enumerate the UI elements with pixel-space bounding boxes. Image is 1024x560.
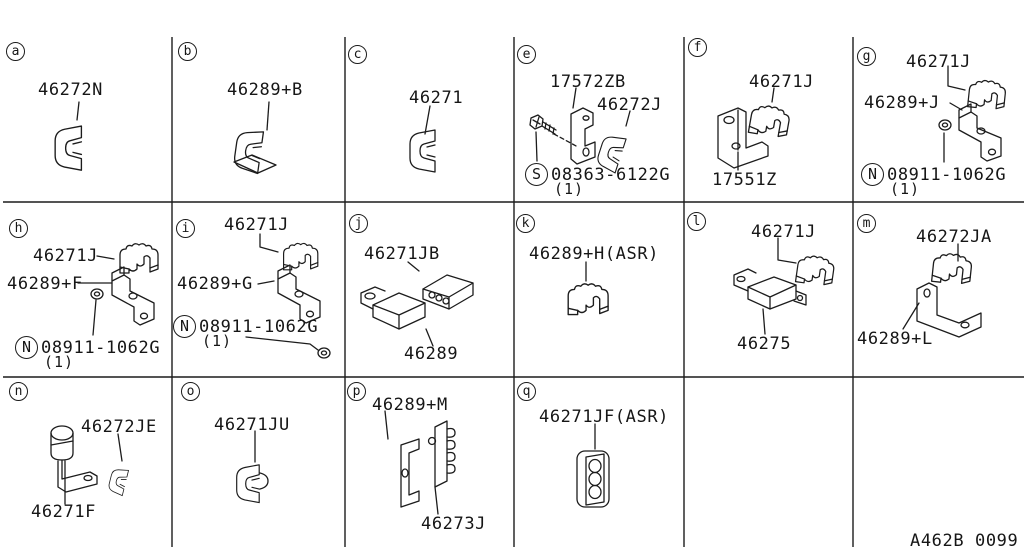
cell-i: i 46271J 46289+G N 08911-1062G (1) bbox=[172, 203, 345, 377]
part-number-label[interactable]: 46271 bbox=[409, 88, 464, 108]
part-number-label[interactable]: 46289 bbox=[404, 344, 459, 364]
section-badge-q: q bbox=[517, 382, 536, 401]
cell-f: f 46271J 17551Z bbox=[684, 30, 853, 203]
section-badge-b: b bbox=[178, 42, 197, 61]
section-badge-o: o bbox=[181, 382, 200, 401]
cell-n: n 46272JE 46271F bbox=[0, 377, 172, 548]
hardware-qty-label: (1) bbox=[44, 353, 75, 371]
part-sketch-insulator-blocks-icon bbox=[360, 261, 474, 347]
hardware-qty-label: (1) bbox=[554, 180, 585, 198]
part-number-label[interactable]: 46271J bbox=[751, 222, 817, 242]
section-badge-m: m bbox=[857, 214, 876, 233]
part-sketch-clamp-bracket-icon bbox=[902, 243, 982, 338]
cell-q: q 46271JF(ASR) bbox=[514, 377, 684, 548]
section-badge-h: h bbox=[9, 219, 28, 238]
section-badge-p: p bbox=[347, 382, 366, 401]
part-sketch-cylinder-bracket-clip-icon bbox=[50, 425, 129, 505]
part-number-label[interactable]: 46271J bbox=[749, 72, 815, 92]
cell-j: j 46271JB 46289 bbox=[345, 203, 514, 377]
part-number-label[interactable]: 46275 bbox=[737, 334, 792, 354]
part-number-label[interactable]: 46272JA bbox=[916, 227, 992, 247]
cell-k: k 46289+H(ASR) bbox=[514, 203, 684, 377]
cell-m: m 46272JA 46289+L bbox=[853, 203, 1024, 376]
hardware-prefix-badge: N bbox=[15, 336, 38, 359]
cell-c: c 46271 bbox=[345, 30, 514, 203]
part-number-label[interactable]: 17572ZB bbox=[550, 72, 626, 92]
part-number-label[interactable]: 46289+G bbox=[177, 274, 253, 294]
part-sketch-clamp-block-icon bbox=[733, 237, 836, 335]
cell-h: h 46271J 46289+F N 08911-1062G (1) bbox=[0, 203, 172, 377]
cell-e: e 17572ZB 46272J S 08363-6122G (1) bbox=[514, 30, 684, 203]
section-badge-f: f bbox=[688, 38, 707, 57]
section-badge-j: j bbox=[349, 214, 368, 233]
part-sketch-pipe-clip-icon bbox=[54, 101, 83, 171]
part-sketch-clamp-strap-nut-icon bbox=[938, 65, 1008, 163]
part-sketch-clamp-icon bbox=[567, 261, 609, 316]
hardware-prefix-badge: N bbox=[173, 315, 196, 338]
part-number-label[interactable]: 17551Z bbox=[712, 170, 778, 190]
part-number-label[interactable]: 46272JE bbox=[81, 417, 157, 437]
part-sketch-clamp-strap-nut-icon bbox=[77, 243, 159, 336]
part-number-label[interactable]: 46289+M bbox=[372, 395, 448, 415]
section-badge-e: e bbox=[517, 45, 536, 64]
part-sketch-holder-block-icon bbox=[576, 423, 610, 508]
hardware-qty-label: (1) bbox=[890, 180, 921, 198]
part-number-label[interactable]: 46289+H(ASR) bbox=[529, 244, 660, 264]
hardware-number-label[interactable]: 08911-1062G bbox=[887, 165, 1007, 185]
hardware-number-label[interactable]: 08911-1062G bbox=[199, 317, 319, 337]
part-number-label[interactable]: 46271J bbox=[224, 215, 290, 235]
page-code: A462B 0099 bbox=[910, 531, 1019, 551]
part-number-label[interactable]: 46271JF(ASR) bbox=[539, 407, 670, 427]
part-number-label[interactable]: 46289+B bbox=[227, 80, 303, 100]
part-number-label[interactable]: 46271F bbox=[31, 502, 97, 522]
hardware-prefix-badge: N bbox=[861, 163, 884, 186]
cell-l: l 46271J 46275 bbox=[684, 203, 853, 377]
part-number-label[interactable]: 46271J bbox=[33, 246, 99, 266]
part-number-label[interactable]: 46271J bbox=[906, 52, 972, 72]
section-badge-i: i bbox=[176, 219, 195, 238]
cell-o: o 46271JU bbox=[172, 377, 345, 548]
part-number-label[interactable]: 46273J bbox=[421, 514, 487, 534]
part-number-label[interactable]: 46289+J bbox=[864, 93, 940, 113]
section-badge-n: n bbox=[9, 382, 28, 401]
part-sketch-pipe-clip-icon bbox=[409, 105, 436, 173]
cell-b: b 46289+B bbox=[172, 30, 345, 203]
section-badge-l: l bbox=[687, 212, 706, 231]
part-sketch-pipe-clip-icon bbox=[236, 430, 269, 504]
part-sketch-channel-comb-icon bbox=[384, 410, 456, 515]
cell-a: a 46272N bbox=[0, 30, 172, 203]
part-sketch-bolt-bracket-clip-icon bbox=[529, 87, 631, 174]
cell-p: p 46289+M 46273J bbox=[345, 377, 514, 548]
part-number-label[interactable]: 46289+F bbox=[7, 274, 83, 294]
part-number-label[interactable]: 46272N bbox=[38, 80, 104, 100]
cell-g: g 46271J 46289+J N 08911-1062G (1) bbox=[853, 30, 1024, 203]
part-sketch-clamp-bracket-icon bbox=[717, 87, 792, 171]
section-badge-c: c bbox=[348, 45, 367, 64]
part-number-label[interactable]: 46289+L bbox=[857, 329, 933, 349]
section-badge-k: k bbox=[516, 214, 535, 233]
part-sketch-clip-bracket-icon bbox=[232, 101, 277, 175]
part-number-label[interactable]: 46272J bbox=[597, 95, 663, 115]
hardware-number-label[interactable]: 08363-6122G bbox=[551, 165, 671, 185]
hardware-qty-label: (1) bbox=[202, 332, 233, 350]
part-sketch-clamp-strap-nut-icon bbox=[245, 233, 331, 359]
section-badge-a: a bbox=[6, 42, 25, 61]
section-badge-g: g bbox=[857, 47, 876, 66]
part-number-label[interactable]: 46271JU bbox=[214, 415, 290, 435]
part-number-label[interactable]: 46271JB bbox=[364, 244, 440, 264]
hardware-prefix-badge: S bbox=[525, 163, 548, 186]
hardware-number-label[interactable]: 08911-1062G bbox=[41, 338, 161, 358]
